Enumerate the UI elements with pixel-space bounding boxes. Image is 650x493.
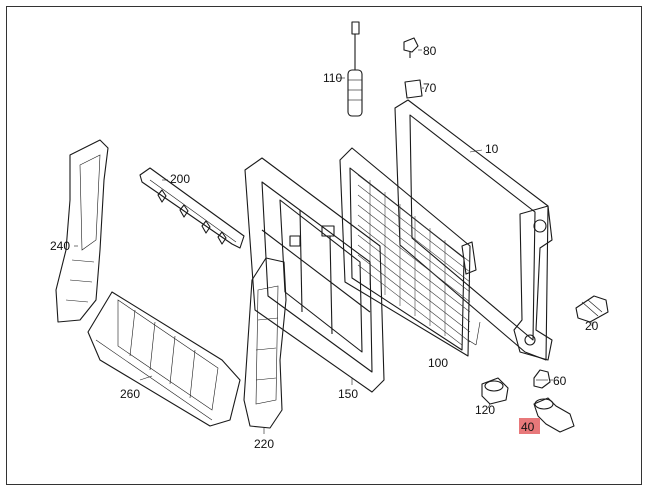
part-110-drier-rod[interactable] xyxy=(336,21,363,117)
part-120-fitting[interactable] xyxy=(481,377,509,409)
callout-20[interactable]: 20 xyxy=(585,319,599,333)
callout-200[interactable]: 200 xyxy=(170,172,190,186)
callout-80[interactable]: 80 xyxy=(423,44,437,58)
callout-60[interactable]: 60 xyxy=(553,374,567,388)
callout-70[interactable]: 70 xyxy=(423,81,437,95)
diagram-frame xyxy=(6,6,642,485)
callout-240[interactable]: 240 xyxy=(50,239,70,253)
callout-40-highlight xyxy=(519,418,540,434)
part-200-bracket[interactable] xyxy=(139,167,245,249)
callout-120[interactable]: 120 xyxy=(475,403,495,417)
part-220-right-air-guide[interactable] xyxy=(243,257,287,434)
part-20-hose[interactable] xyxy=(575,295,609,326)
part-150-support-frame[interactable] xyxy=(244,157,385,393)
callout-10[interactable]: 10 xyxy=(485,142,499,156)
callout-110[interactable]: 110 xyxy=(323,71,342,85)
part-70-mount[interactable] xyxy=(404,79,424,99)
callout-260[interactable]: 260 xyxy=(120,387,140,401)
part-240-left-air-guide[interactable] xyxy=(55,139,109,323)
callout-40[interactable]: 40 xyxy=(521,420,535,434)
callout-220[interactable]: 220 xyxy=(254,437,274,451)
part-60-cap[interactable] xyxy=(533,369,553,389)
part-80-clip[interactable] xyxy=(403,37,422,58)
callout-100[interactable]: 100 xyxy=(428,356,448,370)
part-100-condenser[interactable] xyxy=(339,147,481,357)
part-260-lower-air-guide[interactable] xyxy=(87,291,241,427)
callout-150[interactable]: 150 xyxy=(338,387,358,401)
